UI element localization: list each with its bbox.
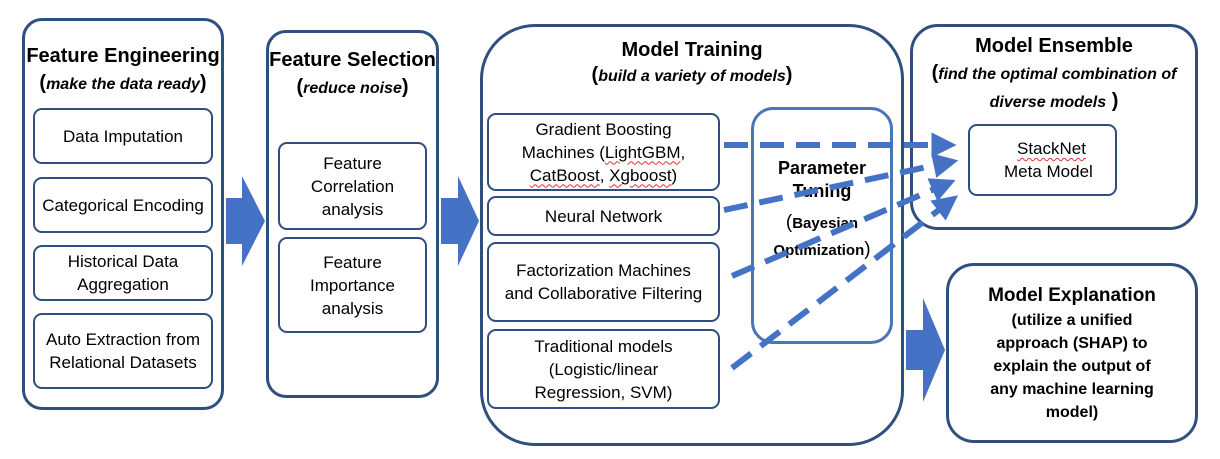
block-arrow-selection-to-training	[441, 176, 479, 266]
historical-data-aggregation-box: Historical Data Aggregation	[33, 245, 213, 301]
feature-selection-title: Feature Selection	[269, 49, 436, 71]
model-explanation-panel	[946, 263, 1198, 443]
data-imputation-box: Data Imputation	[33, 108, 213, 164]
neural-network-box: Neural Network	[487, 196, 720, 236]
model-training-subtitle: (build a variety of models)	[591, 64, 793, 86]
dashed-arrow-traditional-to-stacknet	[730, 195, 959, 371]
feature-importance-box: Feature Importance analysis	[278, 237, 427, 333]
dashed-arrow-fm-to-stacknet	[730, 178, 956, 279]
auto-extraction-box: Auto Extraction from Relational Datasets	[33, 313, 213, 389]
block-arrow-training-to-explanation	[906, 298, 945, 402]
parameter-tuning-panel	[751, 107, 893, 344]
gradient-boosting-box: Gradient Boosting Machines (LightGBM, Ca…	[487, 113, 720, 191]
parameter-tuning-detail: (Bayesian Optimization)	[773, 212, 871, 260]
traditional-models-box: Traditional models (Logistic/linear Regr…	[487, 329, 720, 409]
model-ensemble-title: Model Ensemble	[975, 35, 1133, 57]
feature-engineering-title: Feature Engineering	[26, 45, 220, 67]
feature-correlation-box: Feature Correlation analysis	[278, 142, 427, 230]
dashed-arrow-nn-to-stacknet	[723, 153, 959, 213]
factorization-machines-box: Factorization Machines and Collaborative…	[487, 242, 720, 322]
block-arrow-engineering-to-selection	[226, 176, 265, 266]
model-training-title: Model Training	[621, 39, 763, 61]
categorical-encoding-box: Categorical Encoding	[33, 177, 213, 233]
model-ensemble-subtitle: (find the optimal combination of diverse…	[931, 62, 1177, 112]
stacknet-meta-model-box: StackNet Meta Model	[968, 124, 1117, 196]
model-explanation-title: Model Explanation	[988, 285, 1156, 306]
model-explanation-description: (utilize a unified approach (SHAP) to ex…	[990, 312, 1154, 421]
feature-selection-subtitle: (reduce noise)	[296, 76, 409, 98]
feature-engineering-subtitle: (make the data ready)	[39, 72, 207, 94]
